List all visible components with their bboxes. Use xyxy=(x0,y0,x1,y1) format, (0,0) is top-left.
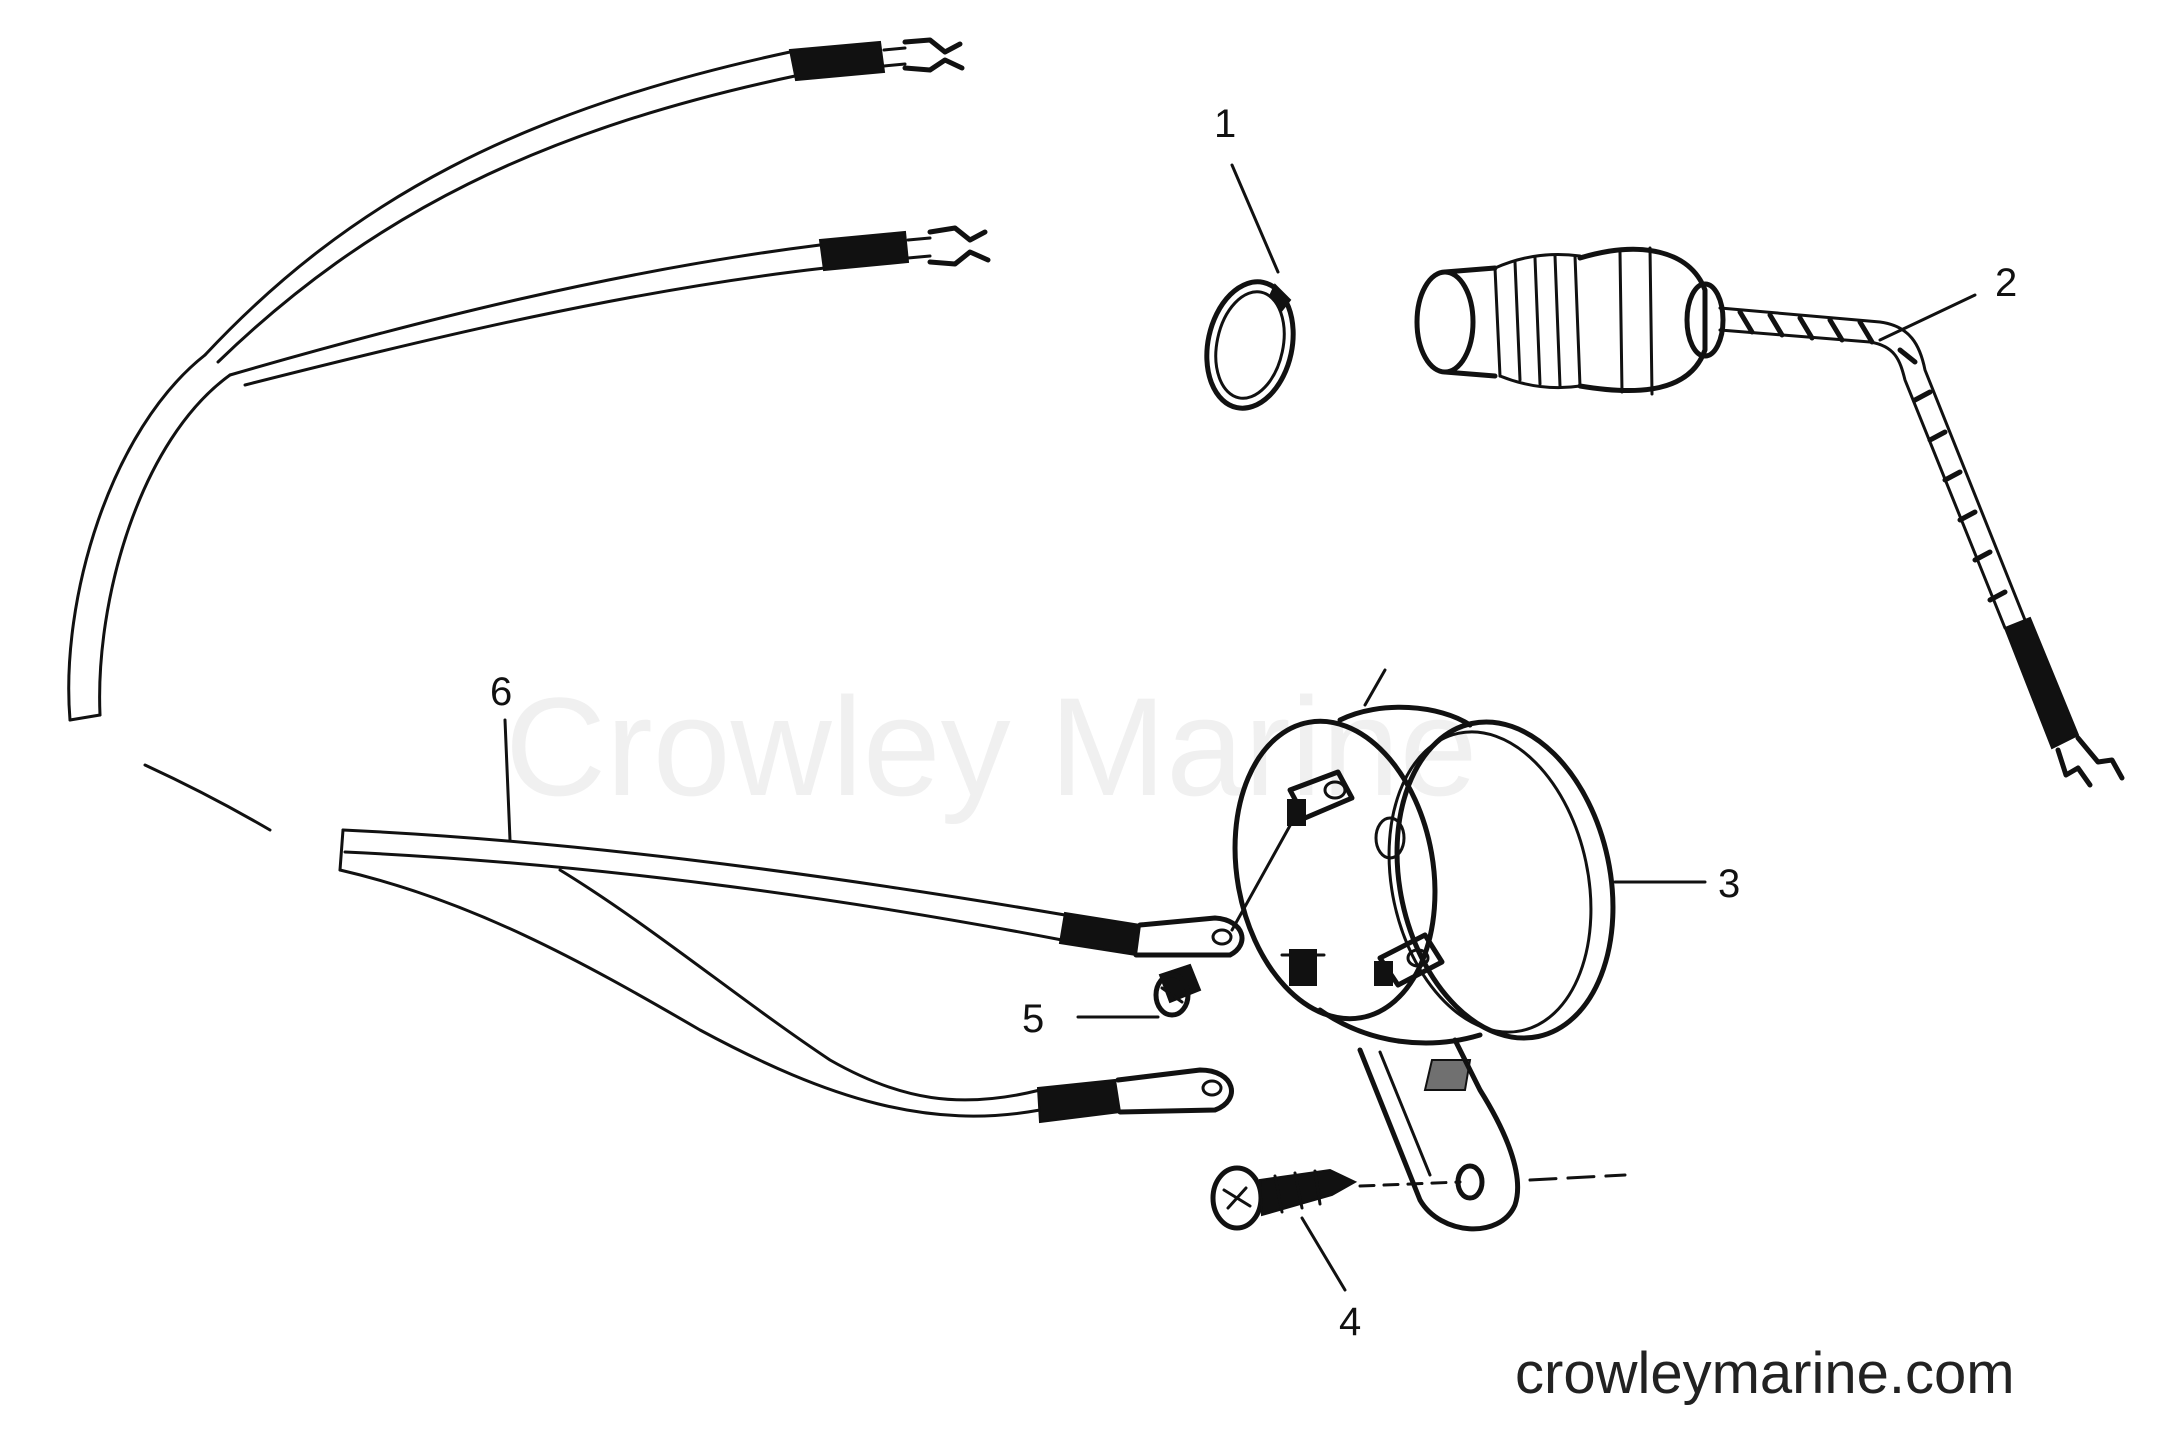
callout-1: 1 xyxy=(1214,102,1236,146)
leader-2 xyxy=(1878,293,1977,342)
upper-wire-harness xyxy=(67,37,991,722)
socket-plug xyxy=(1414,246,2125,788)
bracket-axis-dashline xyxy=(1528,1173,1627,1182)
lower-wire-harness xyxy=(338,820,1294,1124)
leader-6 xyxy=(503,718,512,842)
leader-1 xyxy=(1230,163,1280,274)
site-label: crowleymarine.com xyxy=(1515,1341,2015,1406)
watermark-text: Crowley Marine xyxy=(505,668,1477,825)
horn-body xyxy=(1232,668,1616,1232)
screw-axis-dashline xyxy=(1358,1180,1462,1188)
leader-4 xyxy=(1300,1216,1347,1292)
callout-4: 4 xyxy=(1339,1300,1361,1344)
retaining-ring xyxy=(1204,279,1296,411)
guide-line xyxy=(143,763,272,832)
callout-3: 3 xyxy=(1718,862,1740,906)
terminal-screw xyxy=(1153,963,1202,1018)
callout-6: 6 xyxy=(490,670,512,714)
callout-2: 2 xyxy=(1995,261,2017,305)
mounting-screw xyxy=(1210,1165,1358,1231)
callout-5: 5 xyxy=(1022,997,1044,1041)
